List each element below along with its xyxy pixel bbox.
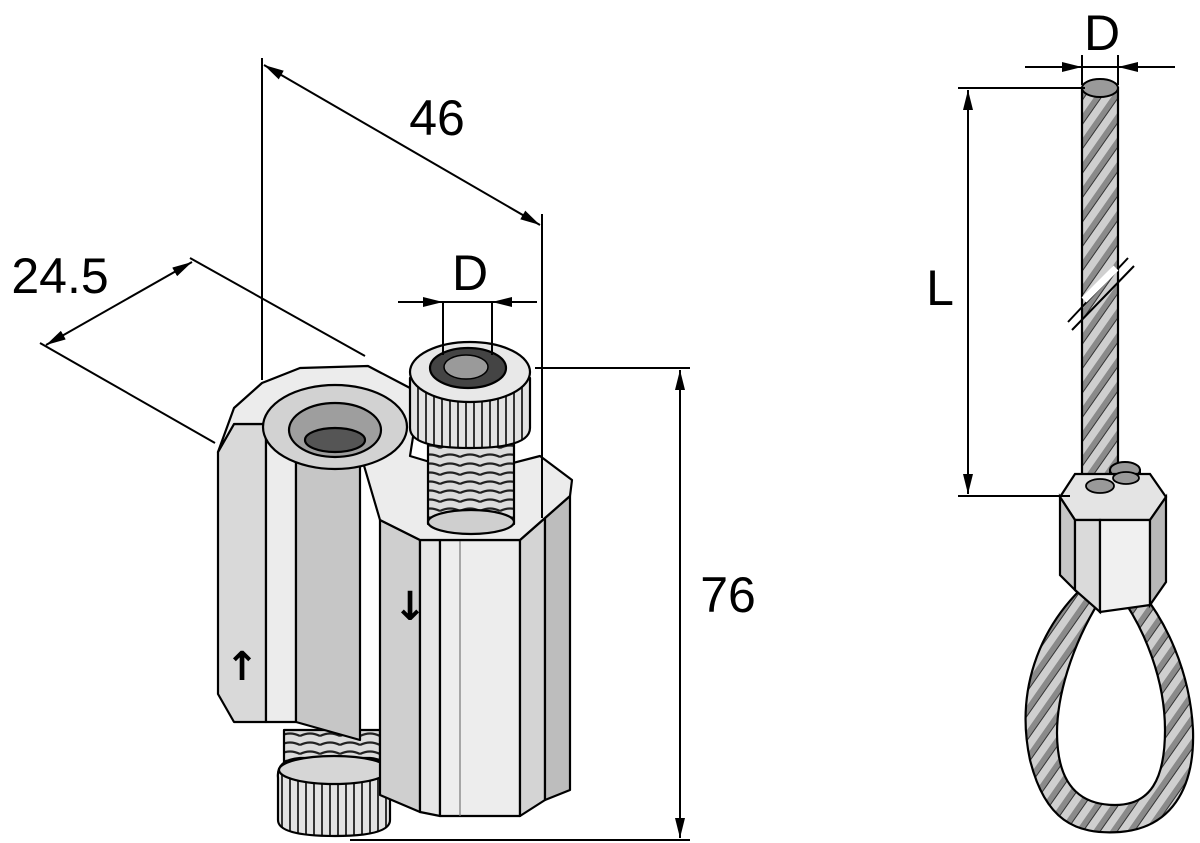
left-block [216, 422, 362, 742]
dimension-24-5-label: 24.5 [11, 248, 108, 304]
dimension-cable-d: D [1025, 5, 1175, 85]
dimension-cable-d-label: D [1084, 5, 1120, 61]
dimension-76: 76 [350, 367, 756, 841]
arrow-down-marking: ↓ [393, 584, 427, 630]
bottom-screw [276, 728, 392, 838]
dimension-l: L [926, 87, 1085, 497]
through-hole [261, 383, 409, 471]
top-screw [408, 340, 532, 536]
wire-rope [1024, 78, 1195, 834]
dimension-screw-d: D [398, 245, 537, 355]
rope-loop [1024, 588, 1195, 834]
right-block [378, 494, 572, 818]
ferrule [1058, 471, 1168, 615]
arrow-up-marking: ↑ [225, 644, 259, 690]
dimension-46: 46 [261, 58, 543, 518]
dimension-46-label: 46 [409, 90, 465, 146]
dimension-screw-d-label: D [452, 245, 488, 301]
cable-gripper-body: ↑ ↓ [216, 340, 574, 838]
dimension-l-label: L [926, 260, 954, 316]
dimension-76-label: 76 [700, 567, 756, 623]
dimension-24-5: 24.5 [11, 248, 366, 444]
